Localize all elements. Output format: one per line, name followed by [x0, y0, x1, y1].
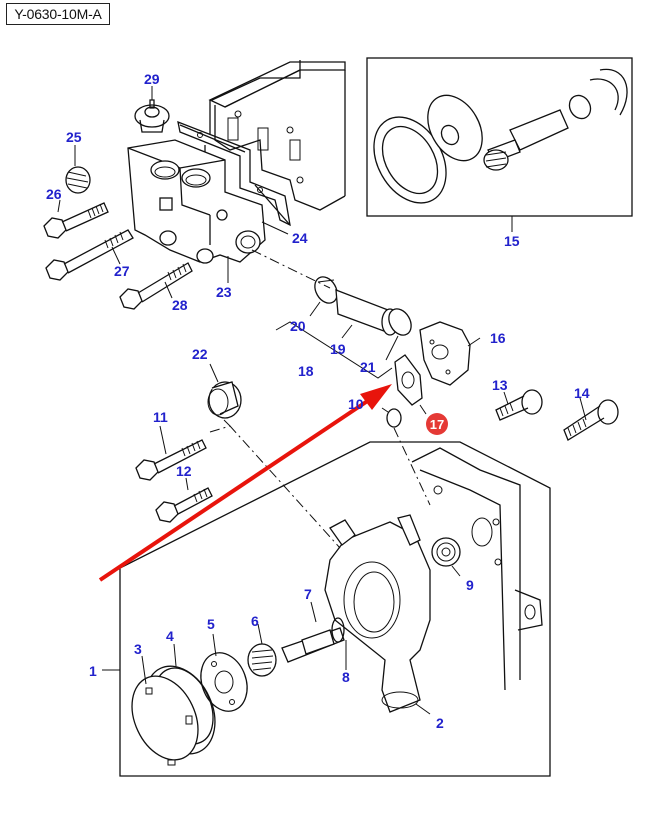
part-29-thermostat [134, 99, 170, 133]
callout-17[interactable]: 17 [430, 417, 444, 432]
part-23-thermostat-housing [127, 139, 266, 264]
centerlines [209, 249, 431, 549]
part-5-impeller [200, 652, 248, 712]
part-15-kit-box [366, 57, 633, 217]
callout-24[interactable]: 24 [292, 230, 308, 246]
callout-10[interactable]: 10 [348, 396, 364, 412]
highlight-badge-17[interactable]: 17 [426, 413, 448, 435]
part-19-hose [335, 289, 399, 336]
part-8-seal-ring [331, 617, 345, 643]
callout-14[interactable]: 14 [574, 385, 590, 401]
callout-3[interactable]: 3 [134, 641, 142, 657]
callout-23[interactable]: 23 [216, 284, 232, 300]
part-22-seal [207, 381, 242, 419]
leader-lines [57, 86, 587, 715]
callout-13[interactable]: 13 [492, 377, 508, 393]
callout-26[interactable]: 26 [46, 186, 62, 202]
part-6-mechanical-seal [247, 643, 277, 677]
callout-18[interactable]: 18 [298, 363, 314, 379]
part-9-gear [431, 537, 461, 567]
callout-25[interactable]: 25 [66, 129, 82, 145]
callout-labels: 29 25 26 27 28 23 24 15 20 19 18 21 16 1… [46, 71, 590, 731]
callout-27[interactable]: 27 [114, 263, 130, 279]
callout-6[interactable]: 6 [251, 613, 259, 629]
part-3-pump-cover [131, 675, 199, 766]
callout-29[interactable]: 29 [144, 71, 160, 87]
part-24-gasket [177, 120, 291, 227]
part-26-bolt [43, 202, 109, 239]
part-28-bolt [119, 262, 193, 310]
callout-4[interactable]: 4 [166, 628, 174, 644]
part-10-o-ring [386, 408, 402, 428]
callout-16[interactable]: 16 [490, 330, 506, 346]
engine-front-plate [411, 447, 543, 691]
part-7-shaft [281, 627, 345, 663]
callout-20[interactable]: 20 [290, 318, 306, 334]
callout-19[interactable]: 19 [330, 341, 346, 357]
callout-1[interactable]: 1 [89, 663, 97, 679]
callout-12[interactable]: 12 [176, 463, 192, 479]
cylinder-head-outline [208, 60, 346, 211]
highlight-arrow [98, 384, 392, 582]
part-27-bolt [45, 229, 134, 281]
part-11-bolt [135, 439, 207, 481]
callout-9[interactable]: 9 [466, 577, 474, 593]
part-17-gasket [394, 354, 423, 406]
part-21-hose-clamp [388, 308, 412, 336]
callout-11[interactable]: 11 [153, 409, 168, 425]
diagram-id-label: Y-0630-10M-A [6, 3, 110, 25]
callout-2[interactable]: 2 [436, 715, 444, 731]
callout-21[interactable]: 21 [360, 359, 376, 375]
callout-22[interactable]: 22 [192, 346, 208, 362]
part-1-pump-assembly-outline [119, 441, 551, 777]
part-16-water-outlet [419, 321, 471, 386]
callout-15[interactable]: 15 [504, 233, 520, 249]
part-18-bracket [275, 321, 393, 379]
part-14-bolt [563, 399, 619, 441]
callout-5[interactable]: 5 [207, 616, 215, 632]
callout-7[interactable]: 7 [304, 586, 312, 602]
callout-8[interactable]: 8 [342, 669, 350, 685]
part-25-plug [65, 166, 91, 194]
part-13-bolt [495, 389, 543, 421]
part-2-pump-housing [324, 514, 431, 713]
callout-28[interactable]: 28 [172, 297, 188, 313]
part-20-hose-clamp [314, 276, 338, 304]
part-12-bolt [155, 487, 213, 523]
